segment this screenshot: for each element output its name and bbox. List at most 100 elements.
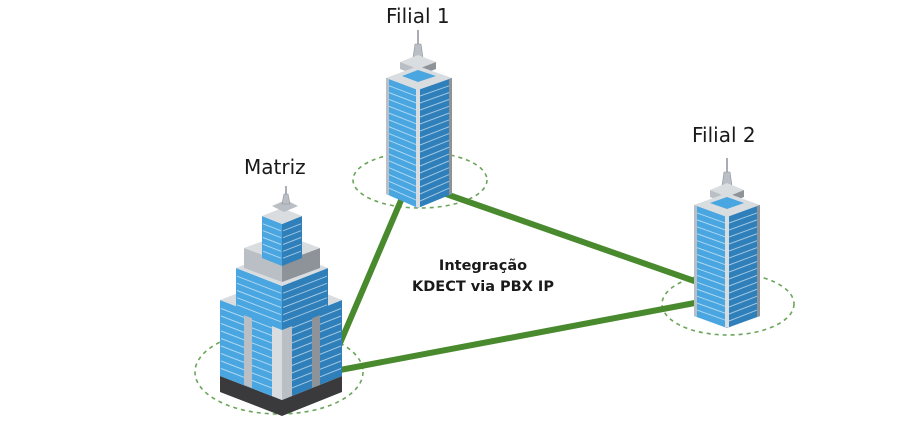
window-row [388, 92, 417, 104]
window-row [236, 275, 282, 294]
window-row [388, 105, 417, 118]
window-row [262, 237, 282, 245]
node-label-filial2: Filial 2 [692, 123, 756, 147]
window-row [236, 297, 282, 316]
window-row [419, 92, 450, 104]
window-row [419, 187, 450, 202]
window-row [262, 230, 282, 239]
window-row [419, 180, 450, 195]
link-matriz-filial2 [337, 299, 703, 373]
window-row [696, 295, 726, 307]
window-row [419, 153, 450, 167]
window-row [419, 99, 450, 111]
window-row [696, 254, 726, 266]
window-row [282, 297, 328, 316]
building-filial1-icon [386, 30, 452, 208]
node-label-filial1: Filial 1 [386, 4, 450, 28]
window-row [696, 219, 726, 231]
window-row [696, 302, 726, 314]
window-row [419, 119, 450, 132]
building-filial2-icon [694, 158, 760, 328]
window-row [236, 304, 282, 323]
connection-label: Integração KDECT via PBX IP [395, 256, 571, 298]
window-row [419, 133, 450, 146]
window-row [282, 223, 302, 232]
window-row [728, 274, 758, 287]
window-row [696, 309, 726, 321]
window-row [388, 99, 417, 111]
window-row [419, 85, 450, 97]
window-row [728, 254, 758, 266]
window-row [728, 295, 758, 308]
window-row [728, 267, 758, 280]
window-row [262, 223, 282, 232]
connection-label-line2: KDECT via PBX IP [412, 279, 554, 295]
window-row [419, 146, 450, 160]
window-row [696, 240, 726, 252]
window-row [728, 233, 758, 245]
window-row [282, 230, 302, 239]
window-row [388, 160, 417, 173]
connection-label-line1: Integração [438, 258, 528, 274]
window-row [696, 212, 726, 224]
network-links [335, 191, 703, 373]
window-row [728, 281, 758, 294]
window-row [419, 139, 450, 153]
window-row [388, 85, 417, 97]
window-row [696, 261, 726, 272]
window-row [388, 146, 417, 159]
windows [696, 212, 758, 322]
window-row [388, 126, 417, 139]
window-row [696, 274, 726, 286]
window-row [696, 247, 726, 259]
window-row [728, 212, 758, 224]
window-row [282, 250, 302, 259]
window-row [388, 139, 417, 152]
window-row [282, 290, 328, 308]
window-row [728, 288, 758, 301]
window-row [728, 302, 758, 315]
window-row [236, 282, 282, 301]
window-row [696, 281, 726, 293]
window-row [419, 105, 450, 118]
window-row [419, 160, 450, 174]
window-row [728, 261, 758, 273]
window-row [728, 247, 758, 259]
window-row [262, 243, 282, 252]
link-filial1-filial2 [443, 191, 703, 286]
windows [262, 223, 302, 259]
window-row [282, 282, 328, 301]
window-row [388, 133, 417, 145]
window-row [282, 237, 302, 245]
window-row [696, 226, 726, 238]
windows [388, 85, 450, 202]
window-row [728, 226, 758, 238]
window-row [696, 233, 726, 245]
window-row [419, 167, 450, 181]
window-row [388, 112, 417, 125]
node-label-matriz: Matriz [244, 155, 306, 179]
window-row [388, 167, 417, 180]
window-row [388, 119, 417, 132]
window-row [282, 304, 328, 323]
window-row [388, 174, 417, 187]
link-filial1-matriz [335, 195, 405, 351]
window-row [282, 243, 302, 252]
window-row [419, 112, 450, 125]
window-row [728, 240, 758, 252]
window-row [419, 126, 450, 139]
window-row [728, 309, 758, 322]
window-row [696, 288, 726, 300]
window-row [236, 290, 282, 308]
window-row [696, 267, 726, 279]
window-row [388, 187, 417, 201]
windows [236, 275, 328, 323]
window-row [388, 180, 417, 194]
window-row [282, 275, 328, 294]
window-row [388, 153, 417, 166]
building-matriz-icon [220, 186, 342, 416]
window-row [728, 219, 758, 231]
window-row [262, 250, 282, 259]
